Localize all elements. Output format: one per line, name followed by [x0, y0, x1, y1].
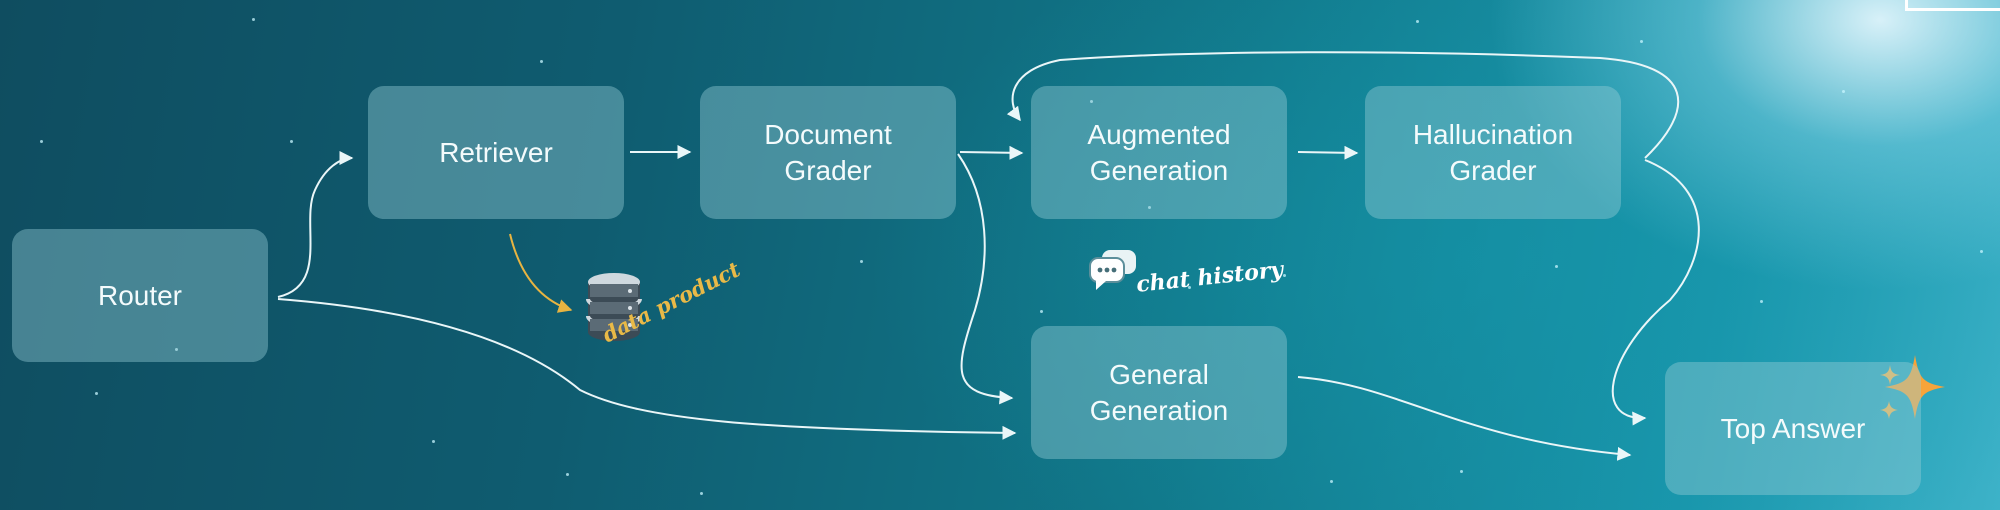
arrow-general-generation-to-top-answer: [1297, 376, 1632, 461]
arrow-document-grader-to-general-generation: [957, 153, 1014, 405]
star: [290, 140, 293, 143]
node-augmented-generation: Augmented Generation: [1031, 86, 1287, 219]
star: [1283, 274, 1286, 277]
star: [1460, 470, 1463, 473]
node-router-label: Router: [97, 279, 183, 311]
arrow-hallucination-grader-loop-back: [1006, 51, 1680, 159]
star: [1416, 20, 1419, 23]
arrow-document-grader-to-augmented-generation: [959, 145, 1024, 160]
node-retriever: Retriever: [368, 86, 624, 219]
node-router: Router: [12, 229, 268, 362]
star: [860, 260, 863, 263]
node-top-answer-label: Top Answer: [1720, 412, 1866, 444]
node-general-generation-label: General Generation: [1089, 358, 1229, 426]
node-general-generation: General Generation: [1031, 326, 1287, 459]
node-hallucination-grader: Hallucination Grader: [1365, 86, 1621, 219]
star: [252, 18, 255, 21]
star: [1980, 250, 1983, 253]
star: [566, 473, 569, 476]
star: [1555, 265, 1558, 268]
node-top-answer: Top Answer: [1665, 362, 1921, 495]
node-document-grader: Document Grader: [700, 86, 956, 219]
sparkle-icon: [1880, 355, 1945, 419]
chat-bubbles-icon: [1089, 250, 1136, 290]
star: [1842, 90, 1845, 93]
star: [1640, 40, 1643, 43]
star: [1330, 480, 1333, 483]
node-document-grader-label: Document Grader: [764, 118, 892, 186]
node-augmented-generation-label: Augmented Generation: [1087, 118, 1231, 186]
star: [1148, 206, 1151, 209]
star: [432, 440, 435, 443]
star: [175, 348, 178, 351]
arrow-router-to-general-generation: [277, 298, 1017, 440]
arrow-router-to-retriever: [277, 151, 354, 298]
arrow-augmented-to-hallucination-grader: [1297, 145, 1359, 160]
star: [700, 492, 703, 495]
star: [1040, 310, 1043, 313]
node-retriever-label: Retriever: [439, 136, 553, 168]
star: [1090, 100, 1093, 103]
star: [40, 140, 43, 143]
database-icon: [586, 273, 642, 341]
node-hallucination-grader-label: Hallucination Grader: [1412, 118, 1574, 186]
star: [95, 392, 98, 395]
star: [1188, 286, 1191, 289]
corner-frame: [1905, 0, 2000, 11]
star: [540, 60, 543, 63]
star: [1760, 300, 1763, 303]
arrow-retriever-to-data-product: [509, 233, 573, 313]
arrow-hallucination-grader-to-top-answer: [1611, 159, 1700, 426]
